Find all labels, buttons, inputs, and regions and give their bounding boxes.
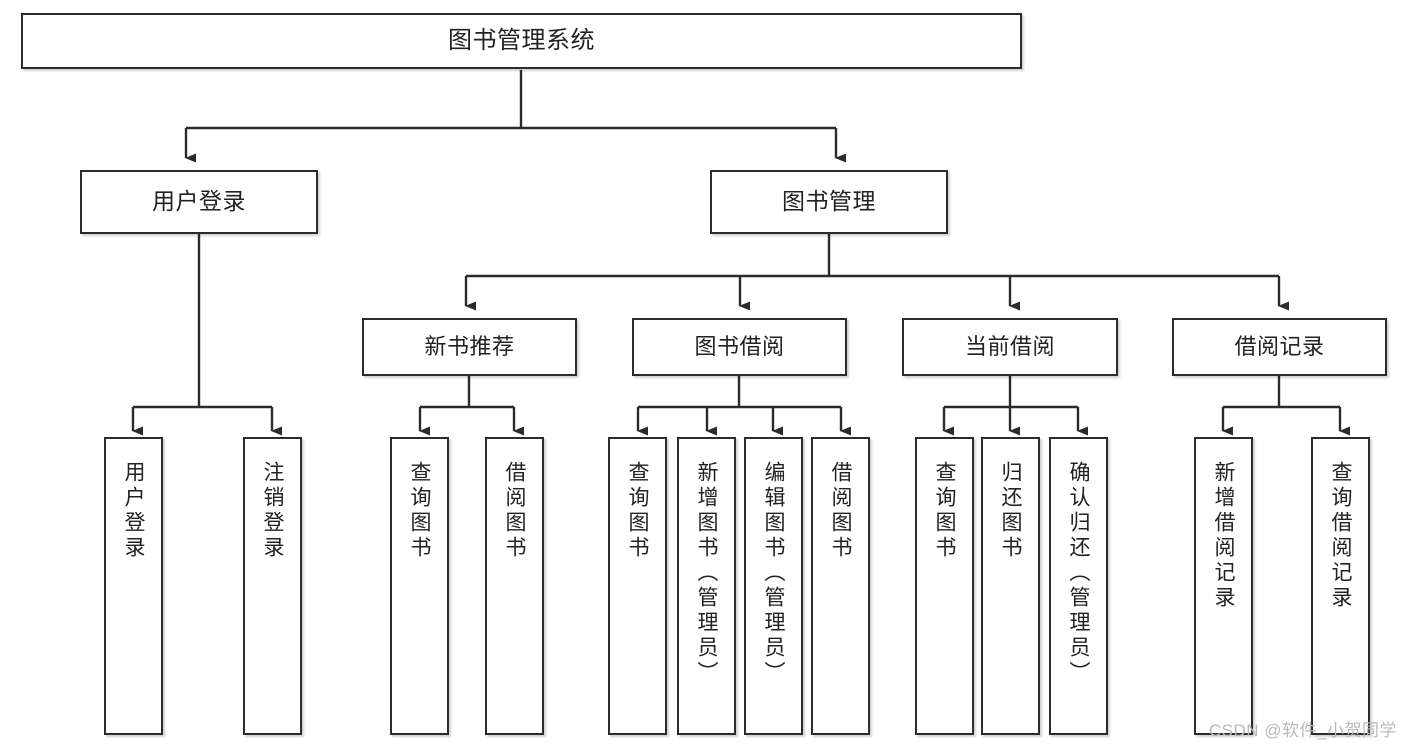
node-leaf-edit-book[interactable]: 编辑图书（管理员） bbox=[744, 437, 803, 735]
node-user-login[interactable]: 用户登录 bbox=[80, 170, 318, 234]
node-label: 图书管理 bbox=[782, 188, 876, 215]
connector-group-borrow-record bbox=[1221, 376, 1350, 436]
node-label: 新增借阅记录 bbox=[1212, 461, 1235, 611]
node-label: 确认归还（管理员） bbox=[1067, 461, 1090, 686]
node-leaf-logout[interactable]: 注销登录 bbox=[243, 437, 302, 735]
node-label: 查询借阅记录 bbox=[1329, 461, 1352, 611]
node-label: 借阅图书 bbox=[503, 461, 526, 561]
node-label: 借阅图书 bbox=[829, 461, 852, 561]
node-root-book-management-system[interactable]: 图书管理系统 bbox=[21, 13, 1022, 69]
node-leaf-borrow-book-2[interactable]: 借阅图书 bbox=[811, 437, 870, 735]
node-leaf-user-login[interactable]: 用户登录 bbox=[104, 437, 163, 735]
node-leaf-query-book-3[interactable]: 查询图书 bbox=[915, 437, 974, 735]
node-leaf-confirm-return[interactable]: 确认归还（管理员） bbox=[1049, 437, 1108, 735]
node-leaf-query-book-1[interactable]: 查询图书 bbox=[390, 437, 449, 735]
node-current-borrow[interactable]: 当前借阅 bbox=[902, 318, 1118, 376]
node-label: 图书借阅 bbox=[694, 333, 785, 359]
node-label: 归还图书 bbox=[999, 461, 1022, 561]
node-borrow-record[interactable]: 借阅记录 bbox=[1172, 318, 1387, 376]
node-label: 用户登录 bbox=[152, 188, 246, 215]
node-book-manage[interactable]: 图书管理 bbox=[710, 170, 948, 234]
node-label: 编辑图书（管理员） bbox=[762, 461, 785, 686]
node-label: 新增图书（管理员） bbox=[695, 461, 718, 686]
node-leaf-query-record[interactable]: 查询借阅记录 bbox=[1311, 437, 1370, 735]
connector-group-book-borrow bbox=[636, 376, 851, 436]
node-book-borrow[interactable]: 图书借阅 bbox=[632, 318, 847, 376]
node-leaf-query-book-2[interactable]: 查询图书 bbox=[608, 437, 667, 735]
node-label: 当前借阅 bbox=[964, 333, 1055, 359]
node-label: 新书推荐 bbox=[424, 333, 515, 359]
node-label: 图书管理系统 bbox=[448, 26, 595, 54]
node-leaf-add-book[interactable]: 新增图书（管理员） bbox=[677, 437, 736, 735]
node-new-book-recommend[interactable]: 新书推荐 bbox=[362, 318, 577, 376]
node-leaf-borrow-book-1[interactable]: 借阅图书 bbox=[485, 437, 544, 735]
connector-group-new-book bbox=[418, 376, 524, 436]
node-leaf-add-record[interactable]: 新增借阅记录 bbox=[1194, 437, 1253, 735]
connector-group-user-login bbox=[131, 234, 282, 436]
connector-group-current-borrow bbox=[942, 376, 1088, 436]
node-label: 注销登录 bbox=[261, 461, 284, 561]
node-label: 借阅记录 bbox=[1234, 333, 1325, 359]
connector-group-book-manage bbox=[464, 234, 1289, 311]
node-label: 查询图书 bbox=[408, 461, 431, 561]
connector-group-root bbox=[184, 70, 846, 163]
node-leaf-return-book[interactable]: 归还图书 bbox=[981, 437, 1040, 735]
node-label: 查询图书 bbox=[626, 461, 649, 561]
node-label: 用户登录 bbox=[122, 461, 145, 561]
node-label: 查询图书 bbox=[933, 461, 956, 561]
